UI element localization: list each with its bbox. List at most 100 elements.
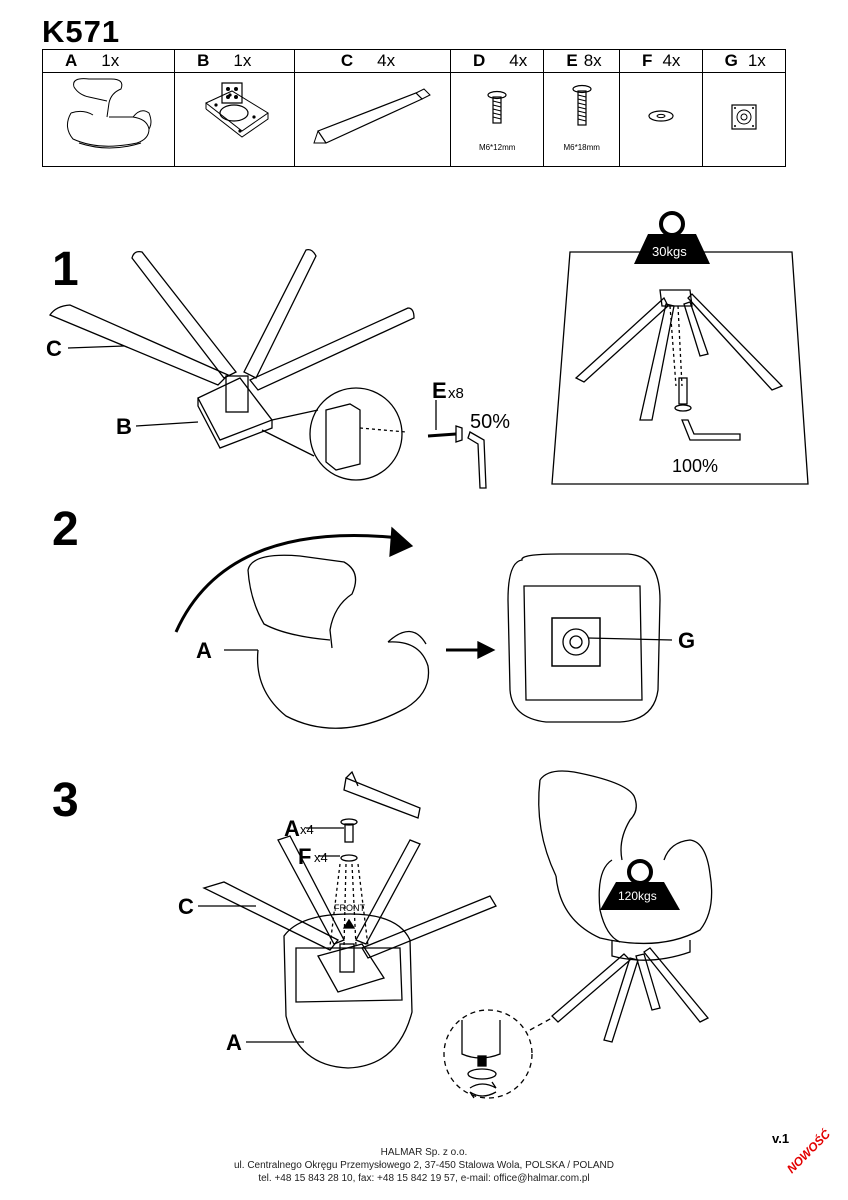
step-3-front-label: FRONT (334, 903, 365, 913)
part-a-cell (41, 72, 176, 167)
allen-key-drawing (343, 777, 421, 819)
part-qty: 1x (747, 51, 766, 70)
part-letter: F (642, 51, 653, 70)
chair-bottom-panel (295, 947, 403, 1003)
flip-arrow-head (389, 526, 414, 558)
bolt-icon (487, 90, 507, 124)
screw-drawing (427, 432, 457, 438)
part-c-header: C 4x (293, 49, 451, 73)
dashed-guide-line (669, 305, 677, 387)
step-3-screw-letter: A (284, 816, 300, 841)
leg-drawing (243, 248, 317, 379)
panel-frame (551, 251, 809, 485)
model-title: K571 (42, 14, 121, 49)
chair-icon (66, 78, 152, 149)
step-3-weight-label: 120kgs (618, 889, 657, 903)
part-f-cell (619, 72, 703, 167)
leg-end-drawing (461, 1020, 501, 1059)
part-qty: 1x (101, 51, 120, 70)
step-2-number: 2 (52, 503, 79, 556)
detail-magnifier-drawing (309, 387, 403, 481)
leg-drawing (248, 307, 415, 391)
step-2-label-a: A (196, 638, 212, 663)
leg-drawing (131, 250, 238, 379)
chair-bottom-panel (523, 585, 643, 701)
step-3-washer-qty: x4 (314, 850, 328, 865)
chair-leg-icon (313, 88, 432, 144)
part-g-cell (701, 72, 787, 167)
chair-seat-drawing (256, 641, 430, 729)
step-1-tighten-full: 100% (672, 456, 718, 476)
chair-seat-drawing (555, 839, 713, 945)
step-3-label-a: A (226, 1030, 242, 1055)
bolt-e-size-label: M6*18mm (563, 143, 600, 152)
part-g-header: G 1x (701, 49, 787, 73)
leg-drawing (355, 839, 421, 945)
part-e-cell: M6*18mm (543, 72, 621, 167)
part-qty: 4x (377, 51, 396, 70)
part-qty: 4x (662, 51, 681, 70)
callout-line-c (67, 345, 125, 349)
screw-head-drawing (340, 818, 358, 826)
flip-arrow-drawing (174, 534, 401, 633)
leg-drawing (277, 835, 345, 945)
step-1-tightening-panel (551, 251, 809, 485)
leg-drawing (361, 895, 497, 959)
parts-image-row: M6*12mm M6*18mm (41, 72, 787, 167)
step-1-screw-letter: E (432, 378, 447, 403)
version-label: v.1 (772, 1131, 790, 1146)
leg-drawing (574, 296, 669, 383)
swivel-plate-icon (205, 82, 270, 138)
step-3-screw-qty: x4 (300, 822, 314, 837)
leg-drawing (603, 957, 639, 1043)
part-letter: D (472, 51, 486, 70)
callout-line-g (587, 637, 673, 641)
base-post-drawing (339, 943, 355, 973)
step-3-label-c: C (178, 894, 194, 919)
step-1-tighten-partial: 50% (470, 411, 510, 433)
front-arrow-icon (342, 918, 356, 929)
base-plate-drawing (317, 943, 386, 993)
chair-back-drawing (247, 554, 357, 649)
part-d-cell: M6*12mm (449, 72, 545, 167)
bolt-d-size-label: M6*12mm (478, 143, 516, 152)
weight-30-icon (634, 211, 710, 264)
base-plate-drawing (197, 377, 274, 441)
chair-arm-drawing (387, 630, 427, 645)
step-1-base-drawing (49, 248, 487, 489)
weight-120-icon (600, 859, 680, 910)
mounting-plate-ring (569, 635, 583, 649)
footer-address: ul. Centralnego Okręgu Przemysłowego 2, … (233, 1160, 614, 1171)
allen-key-drawing (681, 419, 741, 441)
footer-contact: tel. +48 15 843 28 10, fax: +48 15 842 1… (258, 1173, 590, 1184)
bolt-icon (572, 84, 592, 126)
chair-bottom-view-outline (507, 553, 661, 723)
leg-drawing (643, 947, 710, 1023)
foot-glide-detail-circle (443, 1009, 533, 1099)
leg-drawing (687, 293, 784, 391)
step-1-label-c: C (46, 336, 62, 361)
screw-head-drawing (455, 425, 463, 443)
step-1-label-b: B (116, 414, 132, 439)
part-letter: C (340, 51, 354, 70)
base-plate-drawing (197, 398, 273, 449)
step-1-number: 1 (52, 243, 79, 296)
dashed-guide-line (677, 305, 683, 387)
part-letter: G (724, 51, 738, 70)
detail-pointer-line (529, 1017, 553, 1031)
step-3-washer-letter: F (298, 844, 311, 869)
step-1-screw-qty: x8 (448, 385, 464, 402)
rotate-arrow-icon (469, 1081, 497, 1099)
step-3-number: 3 (52, 774, 79, 827)
step-3-finished-chair-drawing (443, 770, 713, 1099)
screw-drawing (678, 377, 688, 405)
detail-pointer-lines (261, 409, 319, 457)
screw-drawing (344, 823, 354, 843)
footer: HALMAR Sp. z o.o. ul. Centralnego Okręgu… (0, 1146, 848, 1185)
part-qty: 4x (509, 51, 528, 70)
washer-icon (648, 110, 674, 122)
detail-bracket-drawing (325, 403, 361, 471)
leg-drawing (202, 881, 340, 951)
